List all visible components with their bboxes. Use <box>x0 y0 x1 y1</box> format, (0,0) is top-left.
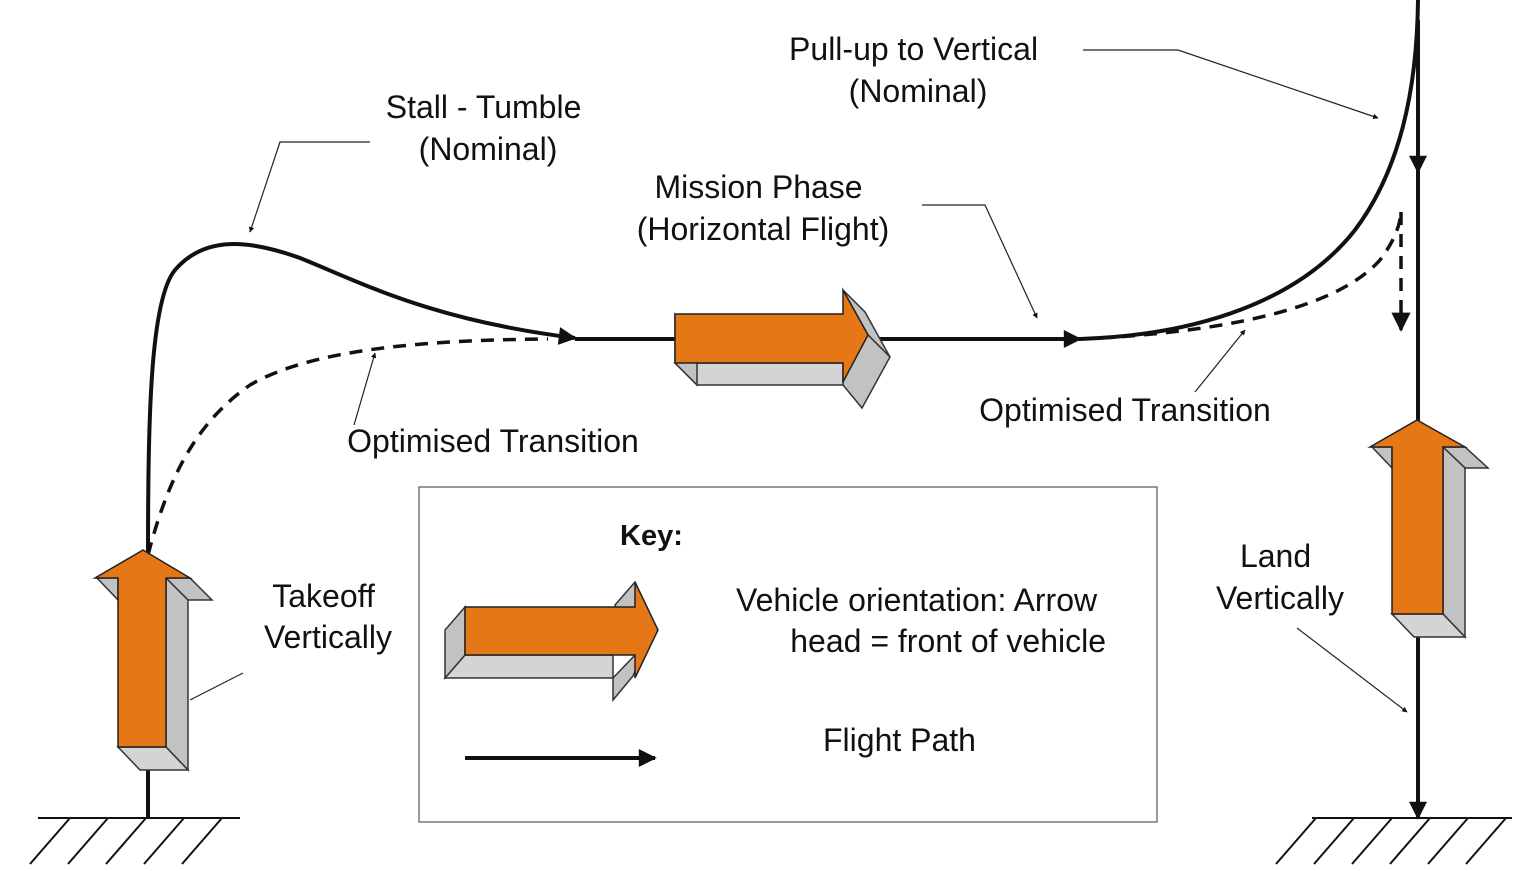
optimised-right-leader <box>1194 329 1246 393</box>
key-title: Key: <box>620 520 683 552</box>
key-orientation-text: Vehicle orientation: Arrow head = front … <box>736 582 1106 659</box>
mission-phase-leader <box>922 204 1038 319</box>
stall-tumble-path <box>146 242 577 561</box>
takeoff-label: Takeoff Vertically <box>264 578 392 655</box>
land-label: Land Vertically <box>1216 538 1344 616</box>
landing-vehicle-arrow-icon <box>1367 419 1490 639</box>
optimised-transition-right-path <box>1099 211 1403 340</box>
optimised-transition-left-path <box>146 337 549 556</box>
ground-left <box>29 817 240 865</box>
pull-up-leader <box>1083 49 1379 119</box>
key-box: Key: Vehicle orientation: Arrow head = f… <box>418 486 1158 823</box>
mission-vehicle-arrow-icon <box>673 287 891 410</box>
optimised-transition-right-label: Optimised Transition <box>979 392 1271 428</box>
land-leader <box>1296 627 1408 713</box>
pull-up-path <box>1079 0 1420 341</box>
mission-phase-label: Mission Phase (Horizontal Flight) <box>637 169 890 247</box>
takeoff-vehicle-arrow-icon <box>92 549 214 772</box>
key-vehicle-arrow-icon <box>443 580 659 703</box>
optimised-left-leader <box>353 352 377 426</box>
ground-right <box>1275 817 1512 865</box>
takeoff-leader <box>189 672 244 701</box>
stall-tumble-label: Stall - Tumble (Nominal) <box>386 89 591 167</box>
stall-tumble-leader <box>248 141 370 233</box>
pull-up-label: Pull-up to Vertical (Nominal) <box>789 31 1047 109</box>
optimised-transition-left-label: Optimised Transition <box>347 423 639 459</box>
key-flight-path-text: Flight Path <box>823 722 976 758</box>
